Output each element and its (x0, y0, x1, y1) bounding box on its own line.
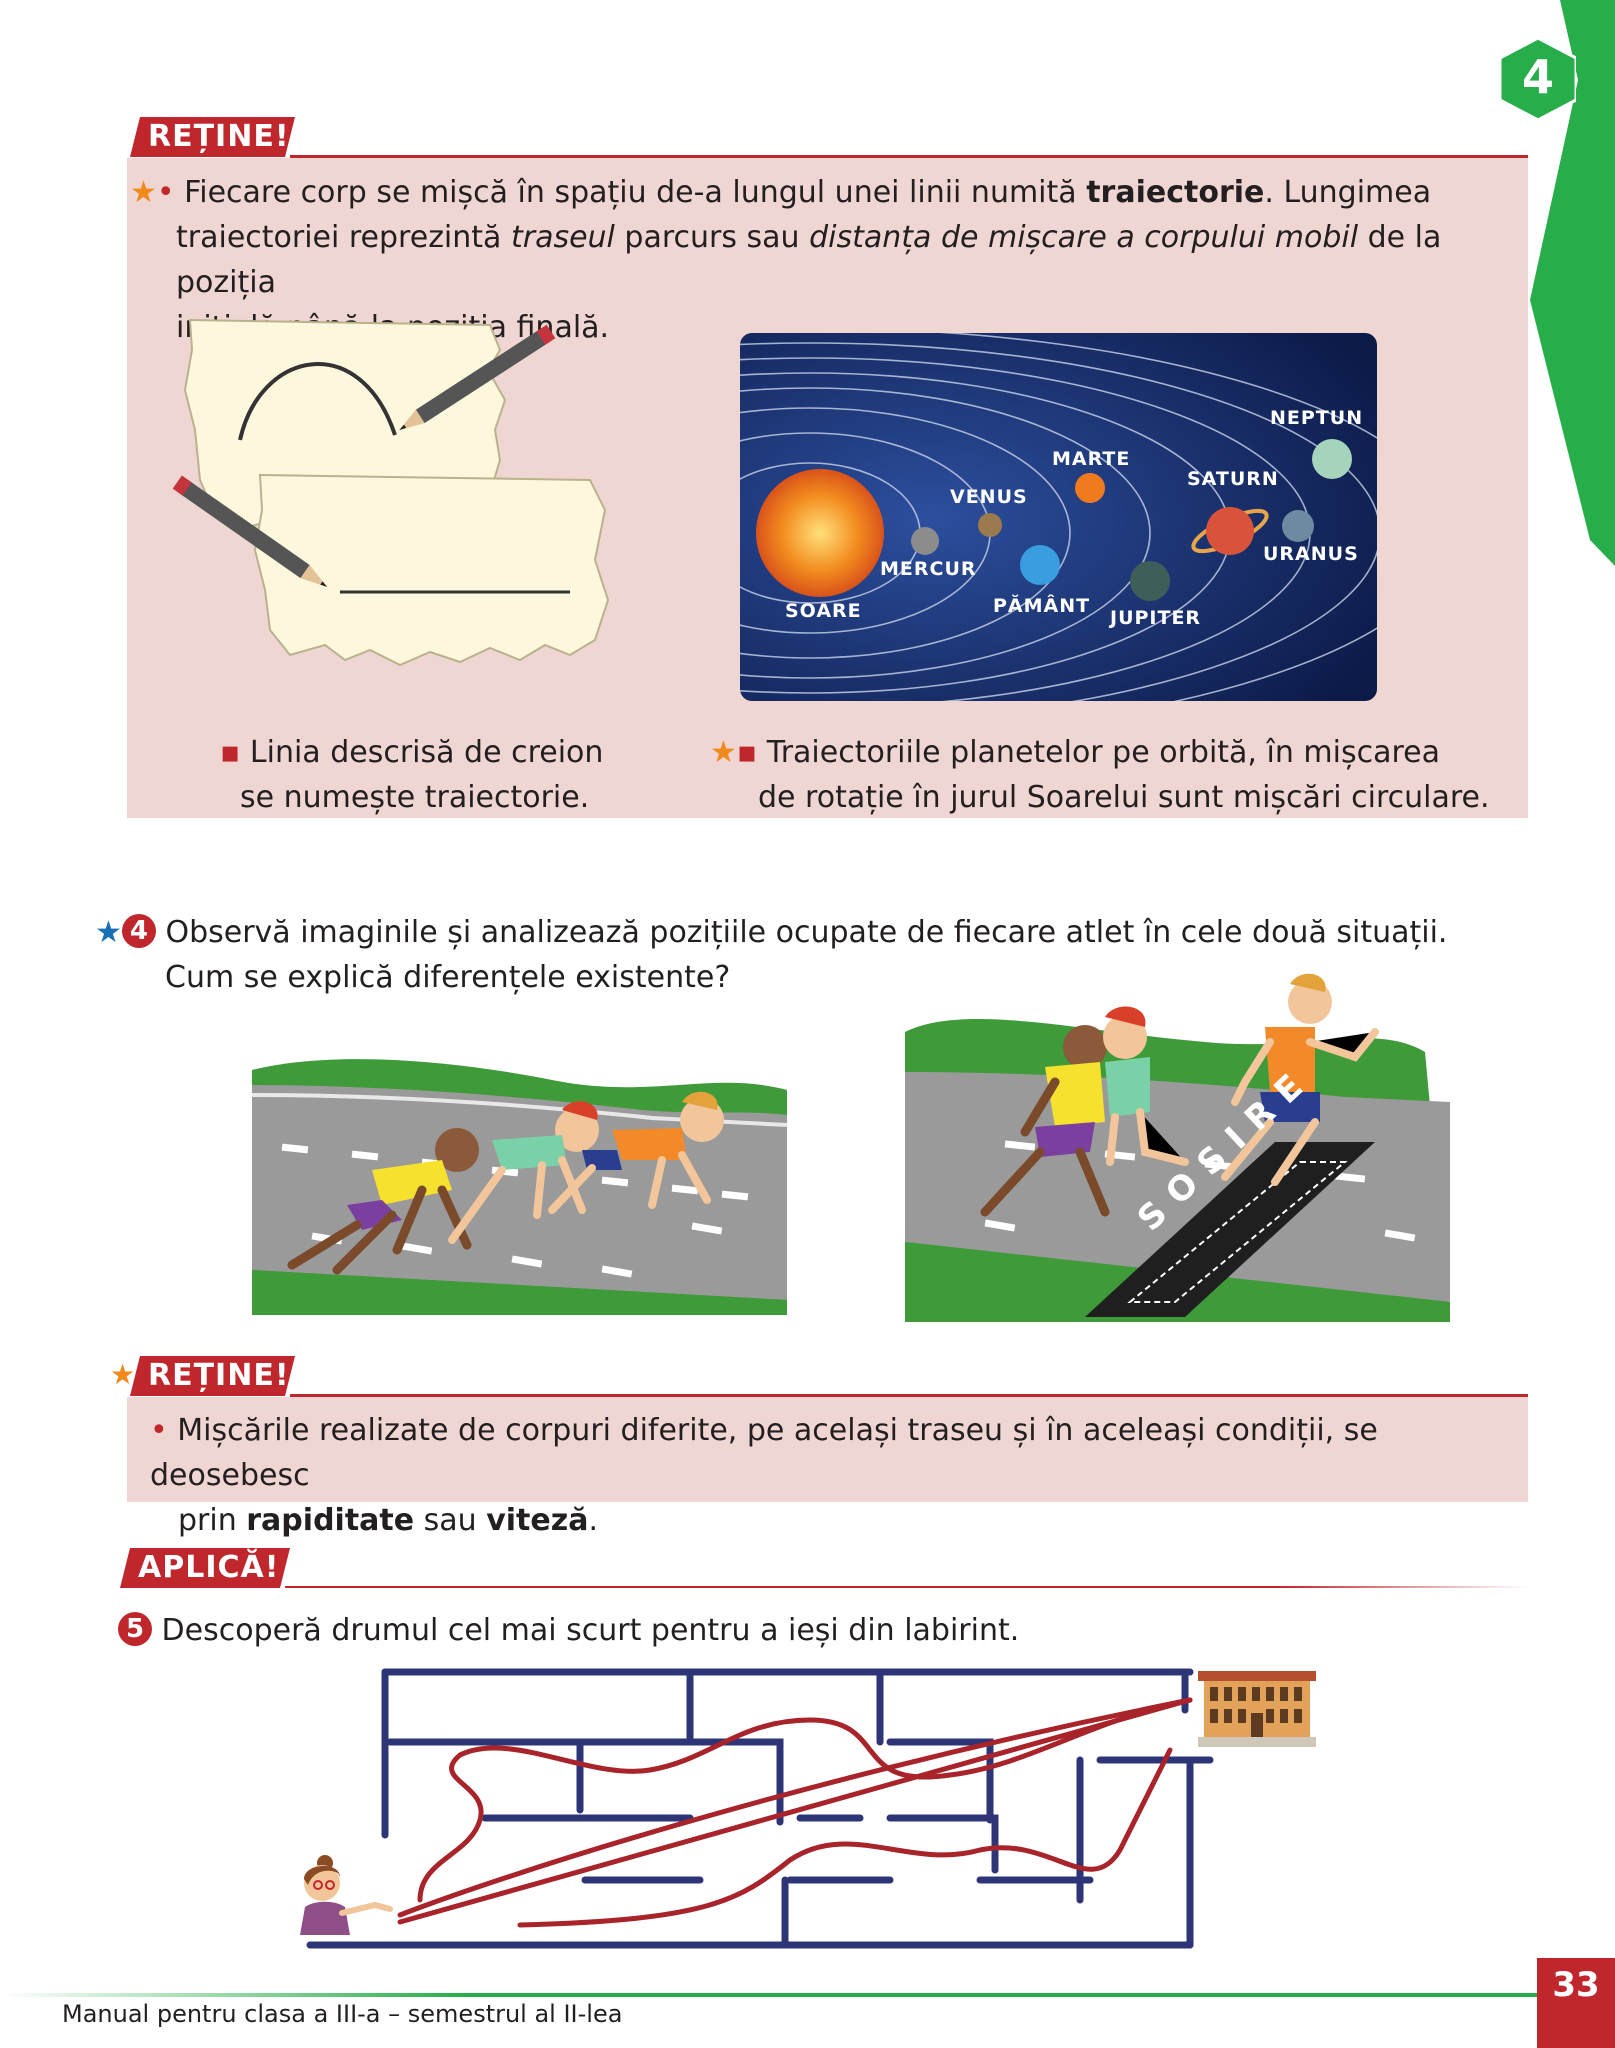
runners-start-image (252, 1059, 787, 1315)
label-jupiter: JUPITER (1110, 607, 1202, 629)
term-viteza: viteză (486, 1503, 589, 1538)
term-traseul: traseul (510, 220, 615, 255)
footer-text: Manual pentru clasa a III-a – semestrul … (62, 2000, 623, 2028)
label-mercur: MERCUR (880, 558, 977, 580)
retine-paragraph: • Mișcările realizate de corpuri diferit… (150, 1413, 1378, 1538)
label-soare: SOARE (785, 600, 862, 622)
bullet-icon: ▪ (736, 735, 758, 770)
label-pamant: PĂMÂNT (993, 595, 1091, 617)
star-icon: ★ (110, 1358, 136, 1391)
bullet-icon: • (156, 175, 175, 210)
aplica-tag: APLICĂ! (120, 1548, 290, 1588)
exercise-5: 5 Descoperă drumul cel mai scurt pentru … (118, 1608, 1418, 1653)
exercise-number: 5 (118, 1612, 152, 1646)
runners-finish-image (905, 973, 1450, 1322)
label-marte: MARTE (1052, 448, 1131, 470)
label-uranus: URANUS (1263, 543, 1359, 565)
caption-planets: ★▪ Traiectoriile planetelor pe orbită, î… (710, 735, 1490, 815)
paper-pencil-illustration (172, 318, 610, 667)
term-rapiditate: rapiditate (246, 1503, 415, 1538)
retine-box (127, 1397, 1528, 1502)
solar-system-image (740, 333, 1377, 701)
retine-tag: REȚINE! (130, 1356, 295, 1396)
retine-tag: REȚINE! (130, 117, 295, 157)
star-icon: ★ (95, 915, 122, 950)
caption-pencil: ▪ Linia descrisă de creion se numește tr… (220, 735, 604, 815)
page-number: 33 (1552, 1965, 1600, 2005)
aplica-rule (285, 1586, 1528, 1588)
label-venus: VENUS (950, 486, 1028, 508)
retine-rule (290, 1394, 1528, 1397)
chapter-tab (1530, 0, 1615, 566)
maze-image (306, 1668, 1214, 1949)
girl-character-icon (300, 1855, 393, 1935)
star-icon: ★ (710, 735, 737, 770)
page-number-box (1537, 1958, 1615, 2048)
star-icon: ★ (130, 175, 157, 210)
label-saturn: SATURN (1187, 468, 1279, 490)
term-distanta: distanța de mișcare a corpului mobil (809, 220, 1359, 255)
footer-line (0, 1993, 1545, 1997)
chapter-number: 4 (1521, 50, 1554, 104)
retine-rule (290, 155, 1528, 158)
term-traiectorie: traiectorie (1086, 175, 1265, 210)
bullet-icon: ▪ (220, 735, 241, 770)
label-neptun: NEPTUN (1270, 407, 1364, 429)
exercise-4: ★4 Observă imaginile și analizează poziț… (95, 914, 1448, 995)
bullet-icon: • (150, 1413, 168, 1448)
chapter-badge-shape (1500, 38, 1576, 120)
school-building-icon (1198, 1671, 1316, 1747)
exercise-number: 4 (121, 914, 156, 948)
